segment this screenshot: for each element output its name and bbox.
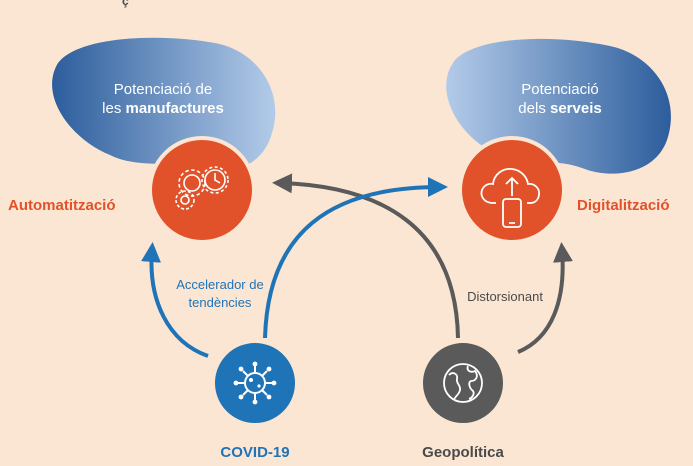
right-blob-text: Potenciació dels serveis [500,80,620,118]
accelerator-line2: tendències [188,295,252,310]
right-blob-line1: Potenciació [521,81,599,98]
blue-arc-arrow [263,177,448,339]
left-blob-line1: Potenciació de [113,81,213,98]
left-blob-bold: manufactures [125,100,224,117]
right-label: Digitalització [577,197,670,214]
gears-clock-icon [175,166,229,210]
virus-icon [233,361,277,405]
distort-note: Distorsionant [467,289,543,304]
globe-icon [443,363,483,403]
left-blob [52,37,276,171]
geo-label: Geopolítica [422,444,504,461]
left-label: Automatització [8,197,116,214]
covid-label: COVID-19 [220,444,290,461]
right-blob-prefix: dels [518,100,550,117]
accelerator-note: Accelerador de tendències [160,276,280,312]
blue-short-arrow [141,242,209,358]
covid-circle [211,339,299,427]
accelerator-line1: Accelerador de [176,277,264,292]
gray-short-arrow [517,242,573,354]
cloud-upload-phone-icon [480,168,540,228]
right-blob-line2: dels serveis [500,99,620,118]
left-blob-prefix: les [102,100,126,117]
left-blob-line2: les manufactures [88,99,238,118]
left-blob-text: Potenciació de les manufactures [88,80,238,118]
geo-circle [419,339,507,427]
gray-arc-arrow [272,173,460,339]
right-blob-bold: serveis [549,100,602,117]
top-text-fragment: ç [122,0,129,8]
